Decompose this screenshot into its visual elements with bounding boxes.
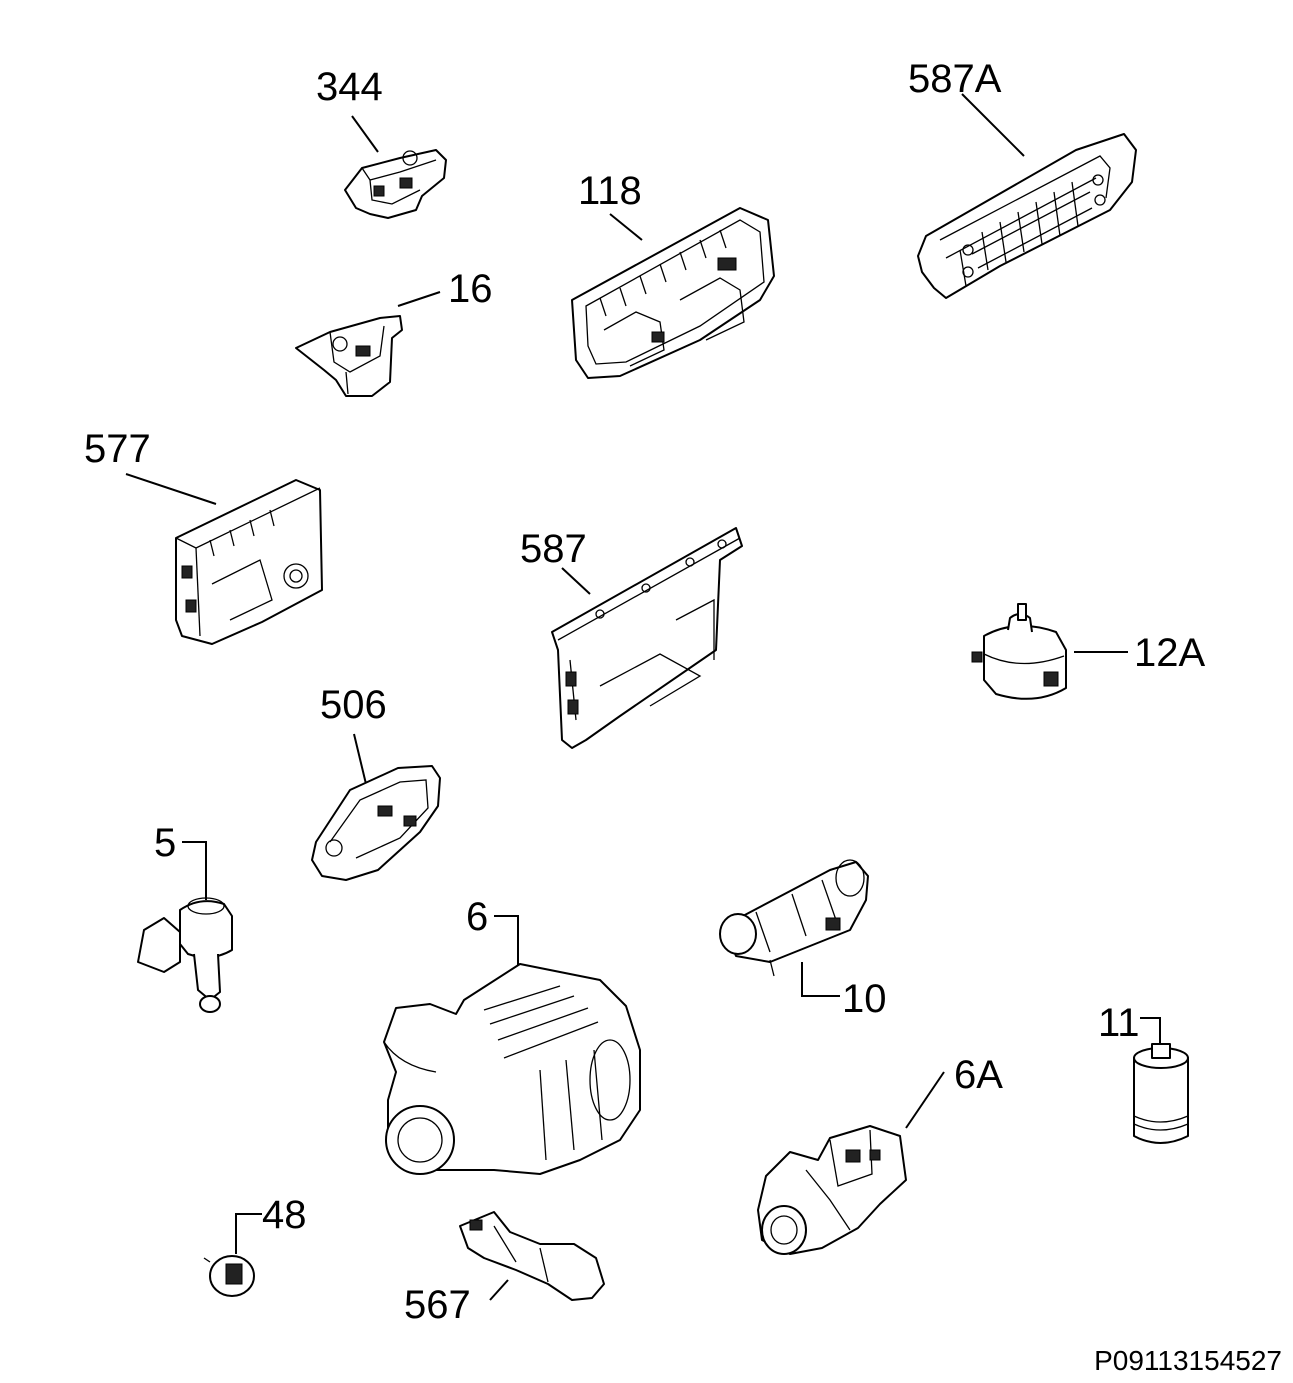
- label-587A: 587A: [908, 57, 1002, 101]
- part-48[interactable]: 48: [203, 1193, 307, 1297]
- label-10: 10: [842, 977, 887, 1021]
- part-16[interactable]: 16: [295, 267, 493, 397]
- label-6: 6: [466, 895, 488, 939]
- label-11: 11: [1098, 1001, 1140, 1045]
- part-344[interactable]: 344: [316, 65, 447, 219]
- part-6[interactable]: 6: [383, 895, 641, 1175]
- drawing-code: P09113154527: [1094, 1345, 1282, 1376]
- label-577: 577: [84, 427, 151, 471]
- part-10[interactable]: 10: [719, 859, 887, 1021]
- label-587: 587: [520, 527, 587, 571]
- part-11[interactable]: 11: [1098, 1001, 1189, 1144]
- part-12A[interactable]: 12A: [971, 603, 1205, 700]
- label-16: 16: [448, 267, 493, 311]
- part-6A[interactable]: 6A: [757, 1053, 1003, 1255]
- label-48: 48: [262, 1193, 307, 1237]
- part-587[interactable]: 587: [520, 527, 743, 749]
- label-344: 344: [316, 65, 383, 109]
- part-577[interactable]: 577: [84, 427, 323, 645]
- label-118: 118: [578, 169, 642, 213]
- label-12A: 12A: [1134, 631, 1205, 675]
- label-506: 506: [320, 683, 387, 727]
- part-567[interactable]: 567: [404, 1211, 605, 1327]
- part-5[interactable]: 5: [137, 821, 233, 1013]
- part-506[interactable]: 506: [311, 683, 441, 881]
- label-5: 5: [154, 821, 176, 865]
- label-6A: 6A: [954, 1053, 1003, 1097]
- part-587A[interactable]: 587A: [908, 57, 1137, 299]
- label-567: 567: [404, 1283, 471, 1327]
- part-118[interactable]: 118: [571, 169, 775, 379]
